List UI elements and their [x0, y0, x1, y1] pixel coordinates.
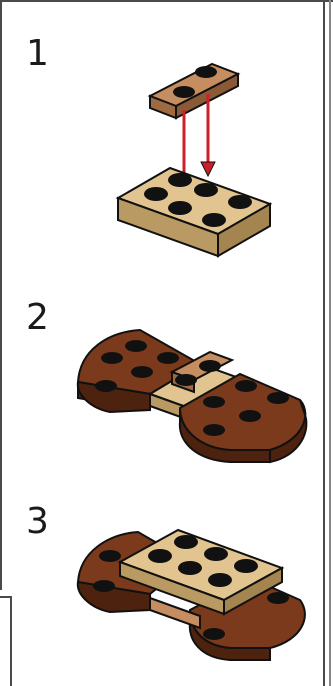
- step-2: 2: [0, 290, 333, 490]
- medium-tan-brick-icon: [150, 64, 238, 118]
- step-number: 2: [26, 300, 49, 336]
- step-2-illustration: [0, 290, 333, 490]
- tan-plate-icon: [118, 168, 270, 256]
- step-3: 3: [0, 490, 333, 686]
- step-1: 1: [0, 0, 333, 290]
- step-3-illustration: [0, 490, 333, 686]
- step-number: 1: [26, 36, 49, 72]
- step-number: 3: [26, 504, 49, 540]
- step-1-illustration: [0, 0, 333, 290]
